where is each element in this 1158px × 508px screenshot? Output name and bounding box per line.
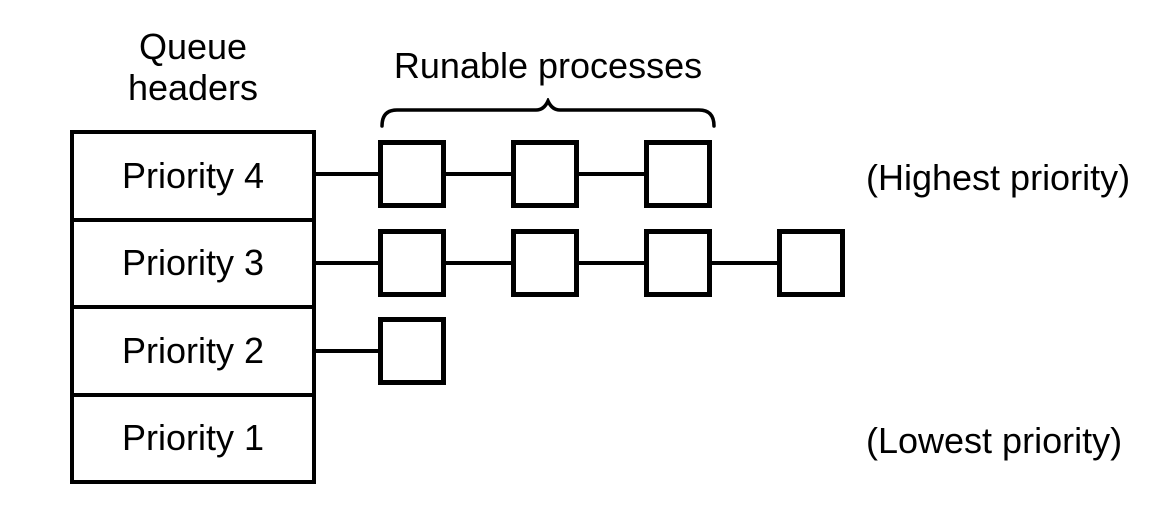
queue-row-label: Priority 4: [121, 154, 265, 196]
queue-link-line: [446, 260, 511, 265]
queue-link-line: [314, 260, 378, 265]
queue-link-line: [314, 172, 378, 177]
process-square: [644, 228, 712, 297]
queue-header-stack: Priority 4 Priority 3 Priority 2 Priority 1: [70, 130, 316, 484]
process-square: [378, 317, 446, 386]
queue-link-line: [712, 260, 777, 265]
process-square: [644, 140, 712, 209]
queue-row-priority-2: Priority 2: [70, 305, 316, 397]
process-square: [378, 140, 446, 209]
queue-row-priority-4: Priority 4: [70, 130, 316, 222]
queue-row-label: Priority 1: [121, 417, 265, 459]
queue-link-line: [314, 349, 378, 354]
process-square: [378, 228, 446, 297]
queue-row-label: Priority 2: [121, 329, 265, 371]
runable-processes-label: Runable processes: [393, 45, 703, 86]
queue-headers-line2: headers: [127, 67, 259, 108]
queue-headers-label: Queue headers: [70, 26, 316, 108]
queue-row-priority-3: Priority 3: [70, 217, 316, 309]
brace-icon: [380, 98, 716, 128]
process-square: [777, 228, 845, 297]
note-highest-priority: (Highest priority): [866, 157, 1131, 198]
process-square: [511, 140, 579, 209]
queue-link-line: [579, 172, 644, 177]
queue-row-label: Priority 3: [121, 242, 265, 284]
note-lowest-priority: (Lowest priority): [866, 420, 1123, 461]
process-square: [511, 228, 579, 297]
queue-headers-line1: Queue: [138, 26, 248, 67]
queue-row-priority-1: Priority 1: [70, 392, 316, 484]
queue-link-line: [579, 260, 644, 265]
queue-link-line: [446, 172, 511, 177]
